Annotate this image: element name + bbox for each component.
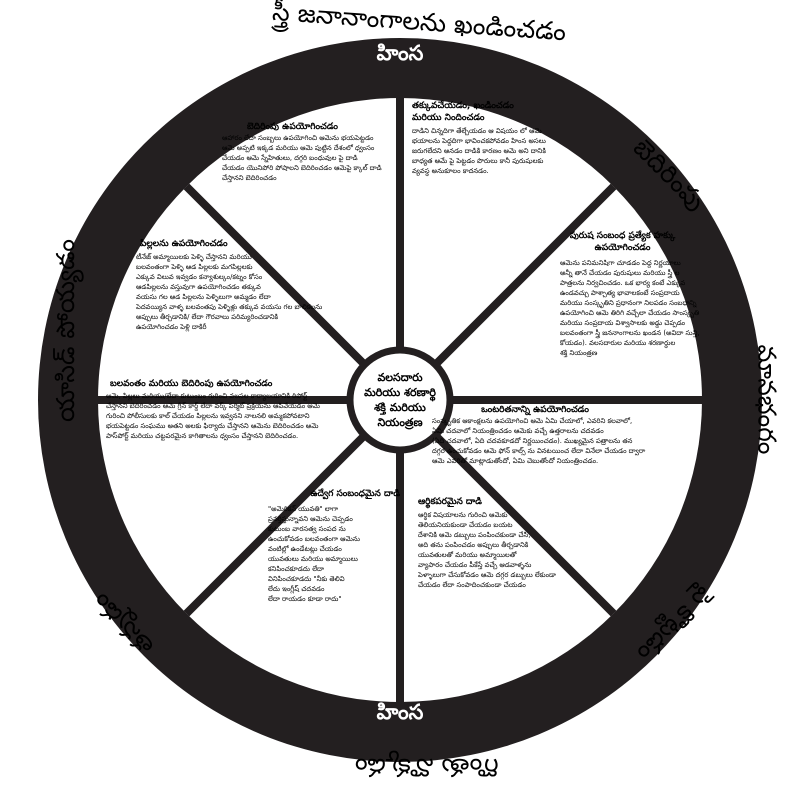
outer-label-choking: గొంతు నొక్కడం bbox=[355, 753, 499, 782]
segment-line: పెళ్ళాలుగా చేసుకోవడం ఆమె దగ్గర డబ్బులు ల… bbox=[418, 571, 556, 579]
segment-line: మరియు సంప్రదాయ విశ్వాసాలకు అడ్డు చెప్పడం bbox=[560, 319, 686, 327]
segment-line: ఉండవచ్చు పాశ్చాత్య భావాలకంటే సంప్రదాయ bbox=[560, 289, 680, 297]
segment-threats-body: ఆహారం లేదా సంబ్బలు ఉపయోగించి ఆమెను భయపెట… bbox=[222, 133, 382, 203]
ring-bottom-word: హింస bbox=[376, 700, 424, 724]
segment-line: "అమెరికన్ యువతి" లాగా bbox=[268, 505, 339, 513]
center-line: శక్తి మరియు bbox=[374, 401, 426, 414]
segment-line: ఆమె, పిల్లలు మరియు/లేదా కుటుంబం గురించి … bbox=[106, 392, 308, 400]
segment-line: కుటుంబ వారసత్వ సంపద ను bbox=[268, 525, 346, 533]
segment-line: వంటిల్లో ఉండేటట్లు చేయడం bbox=[268, 545, 342, 553]
segment-line: వినిపించకూడదు "నీకు తెలివి bbox=[268, 575, 345, 583]
segment-line: టీనేజ్ అమ్మాయిలకు పెళ్ళి చేస్తానని మరియు bbox=[136, 253, 252, 261]
segment-line: మరియు సంస్కృతిని ప్రధానంగా నిలపడం సంబధాన… bbox=[560, 299, 697, 307]
segment-line: (ఏది చదవాలో, ఏది చదవకూడదో నిర్ణయించడం). … bbox=[432, 437, 633, 445]
segment-minimize-title: తక్కువచేయడం, ఖండించడం మరియు నిందించడం bbox=[412, 101, 514, 123]
segment-line: కనిపించకూడదు లేదా bbox=[268, 565, 325, 573]
center-line: మరియు శరణార్థి bbox=[364, 386, 436, 399]
segment-line: సంస్కృతిక ఆకాంక్షలను ఉపయోగించి ఆమె ఏమి చ… bbox=[432, 417, 633, 425]
segment-economic-title: ఆర్థికపరమైన దాడి bbox=[418, 497, 482, 507]
segment-intimidation-title: ఉద్వేగ సంబంధమైన దాడి bbox=[310, 489, 400, 499]
outer-label-acid: యాసిడ్ పోయ్యడం bbox=[50, 239, 80, 422]
spoke bbox=[183, 432, 368, 617]
segment-line: చేయడం ఆమె స్నేహితులు, దగ్గరి బంధువుల పై … bbox=[222, 154, 358, 162]
segment-line: చేయడం లేదా సంపాదించకుండా చేయడం bbox=[418, 581, 526, 589]
segment-line: భయాలను పెద్దదిగా భావించకపోవడం హింస అసలు bbox=[412, 137, 546, 145]
segment-coercion-body: ఆమె, పిల్లలు మరియు/లేదా కుటుంబం గురించి … bbox=[106, 391, 351, 451]
segment-line: ఆమె అప్పటి ఇక్కడ మరియు ఆమె పుట్టిన దేశంల… bbox=[222, 144, 375, 152]
segment-line: యువతులతో మరియు అమ్మాయిలతో bbox=[418, 551, 517, 559]
segment-line: దాడిని చిన్నదిగా తేల్చేయడం ఆ విషయం లో ఆమ… bbox=[412, 127, 542, 135]
segment-line: ప్రవర్తిస్తున్నావని ఆమెను చెప్పడం bbox=[268, 515, 353, 523]
segment-line: లేదు ఇంగ్లీష్ చదవడం bbox=[268, 585, 325, 593]
segment-line: కోయడం). వలసదారుల మరియు శరణార్థుల bbox=[560, 339, 676, 347]
segment-privilege-title: పురుష సంబంధ ప్రత్యేక హక్కు ఉపయోగించడం bbox=[569, 231, 676, 253]
segment-line: బలవంతంగా స్త్రీ జననాంగాలను ఖండన (అవిదా స… bbox=[560, 329, 700, 337]
spoke bbox=[183, 183, 368, 368]
segment-threats-title: బెదిరింపు ఉపయోగించడం bbox=[247, 122, 338, 132]
segment-line: వ్యవస్థ అనుకూలం కాదనడం. bbox=[412, 167, 489, 175]
segment-line: పెదవయ్యిన వాళ్ళ బలవంతపు పెళ్ళిళ్లు తక్కు… bbox=[136, 303, 323, 311]
segment-line: భయపెట్టడం సంఘము అతని అలకు ఫిర్యాదు చేస్త… bbox=[106, 422, 319, 430]
center-hub bbox=[346, 346, 454, 454]
segment-line: ఆర్థిక విషయాలను గురించి ఆమెకు bbox=[418, 511, 508, 519]
segment-privilege-body: ఆమెను పనిమనిషిగా చూడడం పెద్ద నిర్ణయాలు అన… bbox=[560, 258, 718, 368]
segment-line: ఉపయోగించడం పెళ్లి దాకిరీ bbox=[136, 323, 207, 331]
segment-children-body: టీనేజ్ అమ్మాయిలకు పెళ్ళి చేస్తానని మరియు… bbox=[136, 252, 346, 337]
segment-line: ఆహారం లేదా సంబ్బలు ఉపయోగించి ఆమెను భయపెట… bbox=[222, 134, 374, 142]
segment-line: చేస్తానని బెదిరించడం ఆమె గ్రీన్ కార్డ్ ల… bbox=[106, 402, 320, 410]
segment-line: ఆడపిల్లలను వస్తువుగా ఉపయోగించడం తక్కువ bbox=[136, 283, 261, 291]
segment-line: ఆమె ఎవరితో మాట్లాడుతోందో, ఏమి చెబుతోందో … bbox=[432, 457, 599, 465]
segment-line: చేయడం యొనిపోరి పోషాలని బెదిరించడం ఆమెపై … bbox=[222, 164, 382, 172]
segment-economic-body: ఆర్థిక విషయాలను గురించి ఆమెకు తెలియనియకుం… bbox=[418, 510, 583, 600]
segment-isolation-title: ఒంటరితనాన్ని ఉపయోగించడం bbox=[481, 405, 589, 415]
segment-line: అన్నీ తానే చేయడం పురుషులు మరియు స్త్రీ ల bbox=[560, 269, 680, 277]
segment-children-title: పిల్లలను ఉపయోగించడం bbox=[140, 239, 228, 249]
spokes bbox=[98, 98, 702, 702]
segment-line: ఉపయోగించి ఆమె తిరిగి వచ్చేలా చేయడం సాంస్… bbox=[560, 309, 700, 317]
segment-line: అప్పులు తీర్చడానికి/ లేదా గౌరవాలు పరిమ్య… bbox=[136, 313, 279, 321]
segment-line: అది తను పంపించడం అప్పులు తీర్చడానికి bbox=[418, 541, 529, 549]
center-line: వలసదారు bbox=[377, 371, 423, 384]
segment-coercion-title: బలవంతం మరియు బెదిరింపు ఉపయోగించడం bbox=[110, 379, 273, 389]
segment-line: పాస్‌పోర్ట్ మరియు చట్టపరమైన కాగితాలను ధ్… bbox=[106, 432, 299, 440]
segment-line: ఏమి చదవాలో నియంత్రించడం ఆమెకు వచ్చే ఉత్త… bbox=[432, 427, 604, 435]
segment-line: యువతులు మరియు అమ్మాయిలు bbox=[268, 555, 358, 563]
center-line: నియంత్రణ bbox=[377, 416, 423, 429]
segment-line: ఉంచుకోవడం బలవంతంగా ఆమెను bbox=[268, 535, 360, 543]
segment-line: బాధ్యత ఆమే పై పెట్టడం పొరులు కానీ పురుషు… bbox=[412, 157, 544, 165]
segment-line: తెలియనియకుండా చేయడం బయట bbox=[418, 521, 513, 529]
spoke bbox=[432, 183, 617, 368]
segment-line: పాత్రలను నిర్వచించడం. ఒక భార్య కంటే ఎక్క… bbox=[560, 279, 686, 287]
segment-line: జరుగలేదని అనడం దాడికి కారణం ఆమె అని దాని… bbox=[412, 147, 546, 155]
center-label: వలసదారు మరియు శరణార్థి శక్తి మరియు నియంత… bbox=[350, 350, 450, 450]
spoke bbox=[432, 432, 617, 617]
segment-line: బలవంతంగా పెళ్ళి ఆడ పిల్లలకు మగపిల్లలకు bbox=[136, 263, 253, 271]
segment-line: దేశానికి ఆమె డబ్బులు పంపించకుండా చేసి, bbox=[418, 531, 531, 539]
segment-line: వయసు గల ఆడ పిల్లలను పెళ్ళిలుగా అమ్మడం లే… bbox=[136, 293, 271, 301]
segment-line: లేదా రాయడం కూడా రాదు" bbox=[268, 595, 342, 603]
segment-isolation-body: సంస్కృతిక ఆకాంక్షలను ఉపయోగించి ఆమె ఏమి చ… bbox=[432, 416, 697, 476]
segment-line: ఎక్కువ విలువ ఇవ్వడం కన్యాశుల్కం/కట్నం కో… bbox=[136, 273, 263, 281]
segment-line: దగ్గర ఉంచుకోవడం ఆమె ఫోన్ కాల్స్ ను వినటయ… bbox=[432, 447, 646, 455]
segment-line: చేస్తానని బెదిరించడం bbox=[222, 174, 277, 182]
outer-label-rape: మానభంగం bbox=[752, 344, 782, 455]
segment-minimize-body: దాడిని చిన్నదిగా తేల్చేయడం ఆ విషయం లో ఆమ… bbox=[412, 126, 590, 196]
segment-line: ఆమెను పనిమనిషిగా చూడడం పెద్ద నిర్ణయాలు bbox=[560, 259, 681, 267]
ring-top-word: హింస bbox=[376, 41, 424, 65]
segment-line: గురించి పోలీసులకు కాల్ చేయడం పిల్లలను ఇవ… bbox=[106, 412, 310, 420]
segment-line: శక్తి నియంత్రణ bbox=[560, 349, 598, 357]
segment-line: వ్యాపారం చేయడం పీకేస్తే వచ్చే ఆడవాళ్ళను bbox=[418, 561, 532, 569]
segment-intimidation-body: "అమెరికన్ యువతి" లాగా ప్రవర్తిస్తున్నావని… bbox=[268, 504, 403, 614]
